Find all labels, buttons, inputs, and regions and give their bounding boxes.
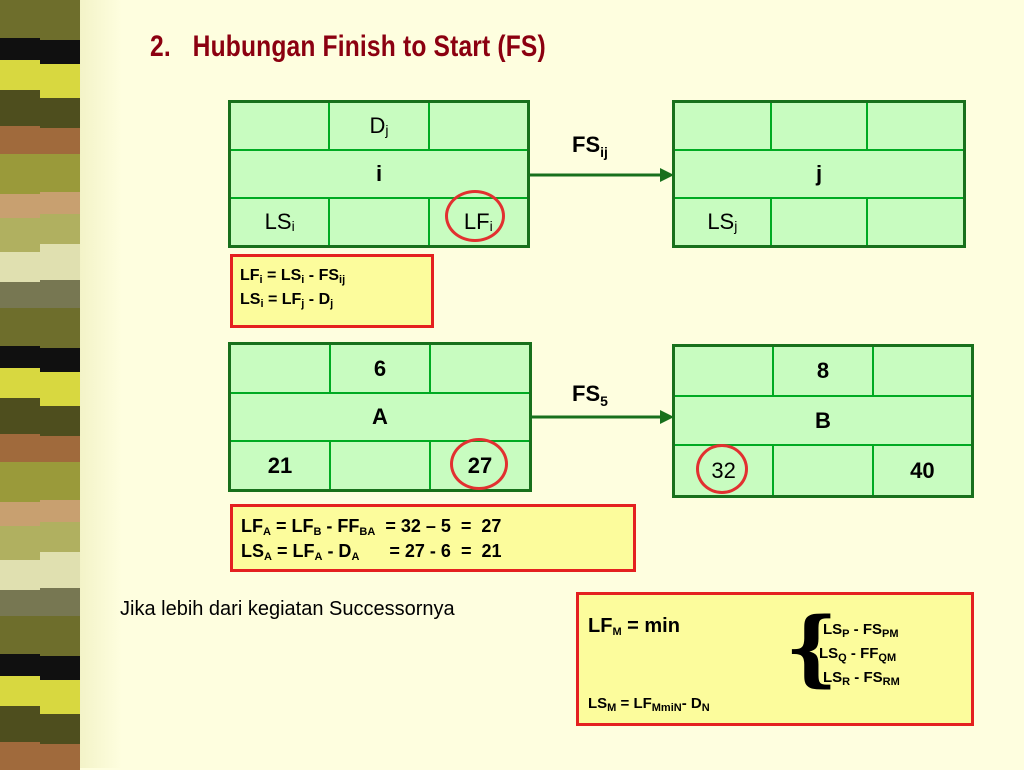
- stripe-block: [40, 714, 80, 744]
- node-j-name: j: [675, 151, 963, 197]
- stripe-block: [0, 194, 40, 218]
- node-i-name: i: [231, 151, 527, 197]
- page-title: 2. Hubungan Finish to Start (FS): [150, 30, 546, 64]
- stripe-block: [40, 656, 80, 680]
- node-i-bottom-mid: [330, 199, 428, 245]
- stripe-block: [40, 308, 80, 348]
- arrow-i-to-j: [530, 168, 674, 182]
- node-b-top-left: [675, 347, 773, 395]
- formula-box-lf-i: LFi = LSi - FSij LSi = LFj - Dj: [230, 254, 434, 328]
- stripe-block: [40, 552, 80, 588]
- stripe-block: [0, 252, 40, 282]
- stripe-block: [40, 522, 80, 552]
- brace-symbol: {: [785, 600, 838, 696]
- stripe-block: [0, 616, 40, 654]
- title-text: Hubungan Finish to Start (FS): [192, 30, 546, 63]
- node-a-ls: 21: [231, 442, 329, 489]
- stripe-block: [0, 742, 40, 770]
- node-a-bottom-mid: [331, 442, 429, 489]
- node-j-bottom-mid: [771, 199, 867, 245]
- stripe-block: [40, 436, 80, 462]
- stripe-block: [40, 680, 80, 714]
- stripe-block: [40, 128, 80, 154]
- highlight-circle-lf-i: [445, 190, 505, 242]
- stripe-block: [0, 502, 40, 526]
- stripe-block: [40, 280, 80, 308]
- node-b-top-right: [873, 347, 971, 395]
- decorative-stripes: [0, 0, 122, 770]
- stripe-block: [0, 0, 40, 38]
- stripe-block: [40, 154, 80, 192]
- stripe-block: [0, 38, 40, 60]
- title-number: 2.: [150, 30, 171, 63]
- node-b-name: B: [675, 397, 971, 444]
- node-a-duration: 6: [331, 345, 429, 392]
- stripe-block: [40, 500, 80, 522]
- stripe-block: [40, 348, 80, 372]
- stripe-block: [40, 98, 80, 128]
- stripe-block: [40, 64, 80, 98]
- stripe-block: [40, 406, 80, 436]
- stripe-block: [40, 744, 80, 770]
- stripe-block: [0, 434, 40, 462]
- formula-box-lf-a: LFA = LFB - FFBA = 32 – 5 = 27 LSA = LFA…: [230, 504, 636, 572]
- stripe-block: [40, 244, 80, 280]
- fs-5-label: FS5: [572, 381, 608, 409]
- stripe-block: [40, 0, 80, 40]
- stripe-block: [0, 282, 40, 308]
- stripe-block: [0, 368, 40, 398]
- node-a-name: A: [231, 394, 529, 440]
- stripe-block: [0, 60, 40, 90]
- stripe-block: [0, 676, 40, 706]
- stripe-block: [0, 154, 40, 194]
- stripe-block: [0, 462, 40, 502]
- stripe-block: [40, 40, 80, 64]
- node-a-top-left: [231, 345, 329, 392]
- fs-ij-label: FSij: [572, 132, 608, 160]
- stripe-block: [0, 526, 40, 560]
- stripe-block: [0, 308, 40, 346]
- stripe-block: [40, 462, 80, 500]
- stripe-block: [40, 372, 80, 406]
- formula-box-lf-m: LFM = min { LSP - FSPM LSQ - FFQM LSR - …: [576, 592, 974, 726]
- node-b-lf: 40: [873, 446, 971, 495]
- node-b-bottom-mid: [774, 446, 872, 495]
- node-j-top-right: [868, 103, 964, 149]
- stripe-block: [0, 218, 40, 252]
- node-a-top-right: [431, 345, 529, 392]
- stripe-block: [0, 560, 40, 590]
- stripe-block: [40, 192, 80, 214]
- highlight-circle-lf-a: [450, 438, 508, 490]
- successor-note: Jika lebih dari kegiatan Successornya: [120, 598, 455, 620]
- node-j-bottom-right: [868, 199, 964, 245]
- stripe-block: [0, 126, 40, 154]
- stripe-block: [40, 588, 80, 616]
- arrow-a-to-b: [532, 410, 674, 424]
- stripe-shade: [80, 0, 122, 768]
- stripe-block: [0, 90, 40, 126]
- stripe-block: [0, 398, 40, 434]
- stripe-block: [40, 616, 80, 656]
- node-j-top-left: [675, 103, 770, 149]
- highlight-circle-ls-b: [696, 444, 748, 494]
- node-b-duration: 8: [774, 347, 872, 395]
- stripe-block: [40, 214, 80, 244]
- stripe-block: [0, 346, 40, 368]
- stripe-block: [0, 706, 40, 742]
- node-j-top-mid: [771, 103, 867, 149]
- stripe-block: [0, 590, 40, 616]
- node-i-top-left: [231, 103, 329, 149]
- stripe-block: [0, 654, 40, 676]
- node-a: 6 A 21 27: [228, 342, 532, 492]
- node-i-top-right: [429, 103, 527, 149]
